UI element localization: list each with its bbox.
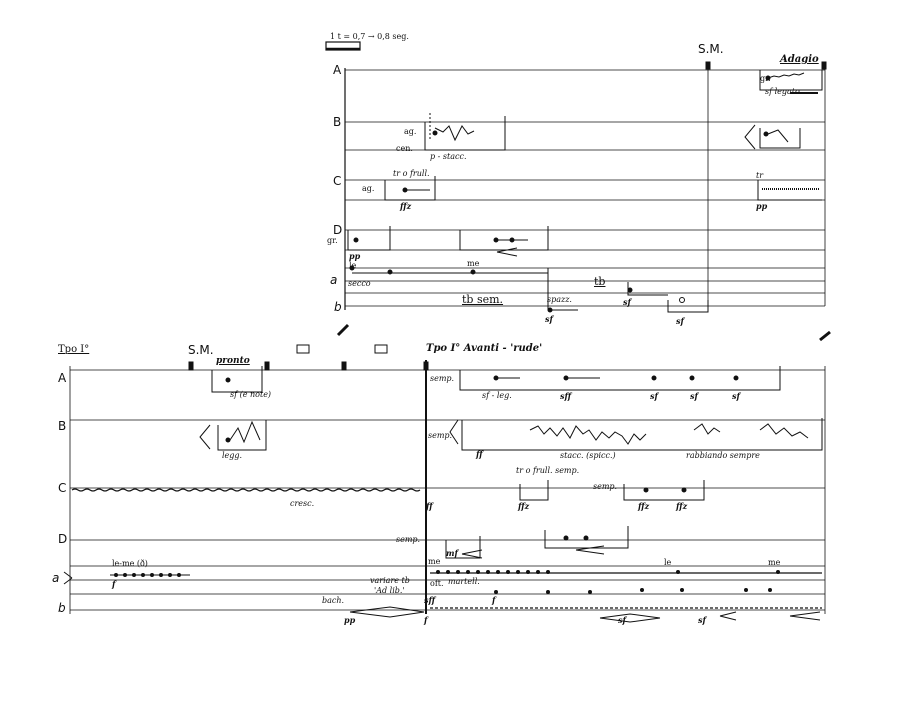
bottom-sf-A3: sf [732, 391, 740, 401]
top-me-a: me [467, 259, 480, 268]
bottom-staff-label-b: b [58, 601, 66, 615]
bottom-pp-b: pp [344, 615, 356, 625]
bottom-sf-A1: sf [650, 391, 658, 401]
bottom-staff-label-a: a [52, 571, 60, 585]
bottom-pronto: pronto [216, 356, 250, 366]
bottom-f-b: f [424, 615, 428, 625]
bottom-martell: martell. [448, 577, 480, 586]
bottom-semp-B: semp. [428, 431, 453, 440]
bottom-me-a: me [428, 557, 441, 566]
bottom-semp-A: semp. [430, 374, 455, 383]
bottom-tr-frull-semp: tr o frull. semp. [516, 466, 580, 475]
top-gr-A: gr. [760, 74, 771, 83]
top-secco: secco [348, 279, 371, 288]
bottom-f-a: f [112, 579, 116, 589]
bottom-rabbiando: rabbiando sempre [686, 451, 760, 460]
bottom-sf-b1: sf [618, 615, 626, 625]
top-sf-2: sf [623, 297, 631, 307]
bottom-cresc: cresc. [290, 499, 315, 508]
top-pp-C: pp [756, 201, 768, 211]
bottom-stacc-spicc: stacc. (spicc.) [560, 451, 616, 460]
bottom-legg: legg. [222, 451, 243, 460]
bottom-semp-D: semp. [396, 535, 421, 544]
top-gr-D: gr. [327, 236, 338, 245]
bottom-sf-b2: sf [698, 615, 706, 625]
bottom-sf-A2: sf [690, 391, 698, 401]
top-staff-label-B: B [333, 115, 342, 129]
bottom-le-a2: le [664, 558, 672, 567]
top-tb-sem: tb sem. [462, 293, 504, 306]
top-staff-label-A: A [333, 63, 342, 77]
bottom-sm-mark: S.M. [188, 343, 214, 357]
bottom-ffz-C1: ffz [518, 501, 530, 511]
bottom-sff: sff [560, 391, 572, 401]
tempo-indication: 1 t = 0,7 → 0,8 seg. [330, 32, 409, 41]
top-le-a: le [349, 261, 357, 270]
bottom-staff-label-D: D [58, 532, 68, 546]
top-staff-label-C: C [333, 174, 342, 188]
bottom-oft: oft. [430, 579, 444, 588]
top-adagio: Adagio [780, 54, 819, 65]
bottom-ff-B: ff [476, 449, 483, 459]
top-ag-B: ag. [404, 127, 417, 136]
bottom-semp-C: semp. [593, 482, 618, 491]
top-sf-1: sf [545, 314, 553, 324]
top-tb: tb [594, 275, 606, 288]
bottom-sf-leg: sf - leg. [482, 391, 512, 400]
top-staff-label-D: D [333, 223, 343, 237]
bottom-staff-label-B: B [58, 419, 67, 433]
bottom-ffz-C2: ffz [638, 501, 650, 511]
bottom-mf-D: mf [446, 548, 458, 558]
bottom-sf-note: sf (e note) [230, 390, 272, 399]
bottom-ad-lib: 'Ad lib.' [374, 586, 405, 595]
bottom-ffz-C3: ffz [676, 501, 688, 511]
top-staff-lines [345, 69, 825, 307]
top-ffz-C: ffz [400, 201, 412, 211]
bottom-ff-C: ff [426, 501, 433, 511]
bottom-bach: bach. [322, 596, 345, 605]
top-spazz: spazz. [547, 295, 572, 304]
bottom-tpo: Tpo I° [58, 344, 90, 355]
top-cen-B: cen. [396, 144, 413, 153]
bottom-staff-label-C: C [58, 481, 67, 495]
bottom-staff-lines [70, 369, 825, 611]
top-staff-label-a: a [330, 273, 338, 287]
bottom-tpo-avanti: Tpo I° Avanti - 'rude' [426, 343, 543, 354]
bottom-le-me: le-me (ð) [112, 559, 148, 568]
bottom-variare: variare tb [370, 576, 410, 585]
bottom-sff-a: sff [424, 595, 436, 605]
top-tr-C: tr [756, 171, 764, 180]
top-ag-C: ag. [362, 184, 375, 193]
top-tr-o-frull: tr o frull. [393, 169, 430, 178]
top-pp-a: pp [349, 251, 361, 261]
bottom-me-a2: me [768, 558, 781, 567]
top-sm-mark: S.M. [698, 42, 724, 56]
top-staff-label-b: b [334, 300, 342, 314]
top-p-stacc: p - stacc. [430, 152, 467, 161]
top-sf-3: sf [676, 316, 684, 326]
bottom-f-a2: f [492, 595, 496, 605]
top-sf-legato: sf legato [765, 87, 800, 96]
bottom-staff-label-A: A [58, 371, 67, 385]
